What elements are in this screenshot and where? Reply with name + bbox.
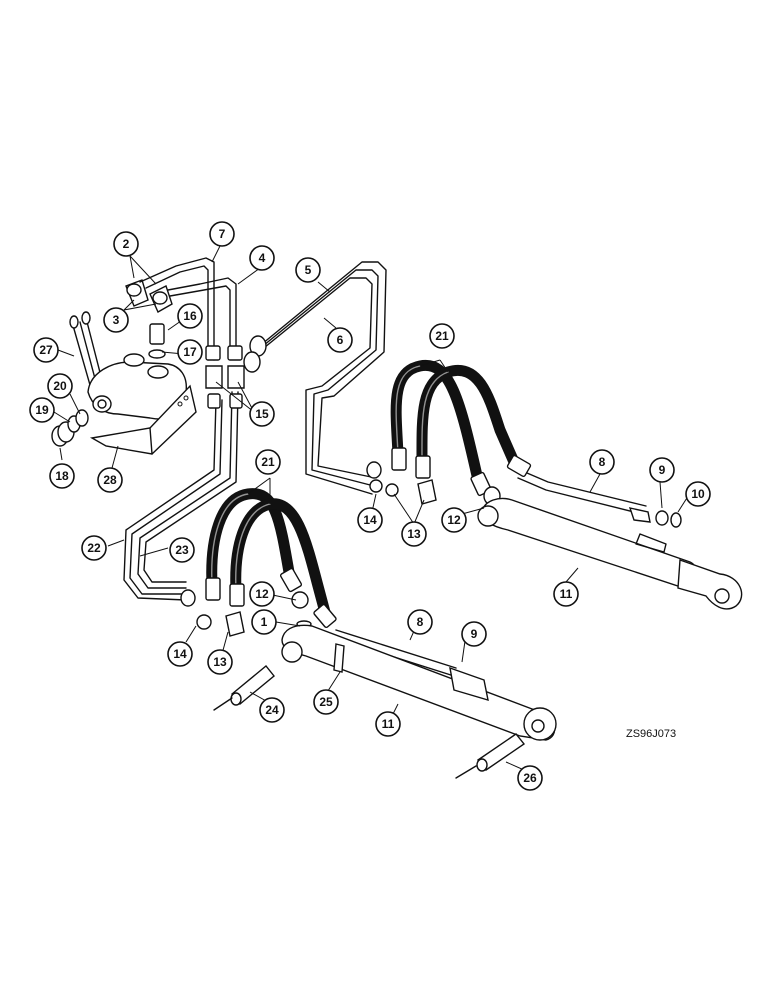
svg-text:8: 8 bbox=[599, 455, 606, 469]
figure-code: ZS96J073 bbox=[626, 728, 676, 740]
callout-9-lower: 9 bbox=[461, 621, 487, 647]
svg-text:4: 4 bbox=[259, 251, 266, 265]
callout-11-upper: 11 bbox=[553, 581, 579, 607]
svg-text:13: 13 bbox=[213, 655, 227, 669]
svg-text:2: 2 bbox=[123, 237, 130, 251]
svg-text:24: 24 bbox=[265, 703, 279, 717]
callout-11-lower: 11 bbox=[375, 711, 401, 737]
svg-text:22: 22 bbox=[87, 541, 101, 555]
svg-text:15: 15 bbox=[255, 407, 269, 421]
callout-bubbles: 2 7 4 5 3 16 6 27 17 21 20 19 15 18 28 2… bbox=[29, 221, 711, 791]
svg-text:1: 1 bbox=[261, 615, 268, 629]
callout-16: 16 bbox=[177, 303, 203, 329]
callout-27: 27 bbox=[33, 337, 59, 363]
callout-4: 4 bbox=[249, 245, 275, 271]
callout-23: 23 bbox=[169, 537, 195, 563]
svg-text:9: 9 bbox=[659, 463, 666, 477]
svg-text:14: 14 bbox=[363, 513, 377, 527]
svg-text:18: 18 bbox=[55, 469, 69, 483]
callout-12-upper: 12 bbox=[441, 507, 467, 533]
svg-text:9: 9 bbox=[471, 627, 478, 641]
svg-text:19: 19 bbox=[35, 403, 49, 417]
callout-10: 10 bbox=[685, 481, 711, 507]
svg-text:21: 21 bbox=[261, 455, 275, 469]
svg-text:23: 23 bbox=[175, 543, 189, 557]
callout-9-upper: 9 bbox=[649, 457, 675, 483]
callout-3: 3 bbox=[103, 307, 129, 333]
callout-24: 24 bbox=[259, 697, 285, 723]
pin-24 bbox=[213, 665, 275, 711]
callout-18: 18 bbox=[49, 463, 75, 489]
callout-21-lower: 21 bbox=[255, 449, 281, 475]
callout-13-lower: 13 bbox=[207, 649, 233, 675]
pin-26 bbox=[455, 733, 526, 779]
svg-text:28: 28 bbox=[103, 473, 117, 487]
svg-text:25: 25 bbox=[319, 695, 333, 709]
callout-14-lower: 14 bbox=[167, 641, 193, 667]
svg-text:16: 16 bbox=[183, 309, 197, 323]
svg-text:3: 3 bbox=[113, 313, 120, 327]
svg-text:12: 12 bbox=[255, 587, 269, 601]
adapters bbox=[180, 461, 501, 637]
svg-text:11: 11 bbox=[560, 587, 573, 601]
svg-text:12: 12 bbox=[447, 513, 461, 527]
steel-lines bbox=[123, 257, 647, 677]
control-valve-assembly bbox=[51, 279, 197, 455]
callout-26: 26 bbox=[517, 765, 543, 791]
hoses-21-right bbox=[390, 359, 532, 497]
callout-8-upper: 8 bbox=[589, 449, 615, 475]
callout-5: 5 bbox=[295, 257, 321, 283]
svg-text:6: 6 bbox=[337, 333, 344, 347]
svg-text:13: 13 bbox=[407, 527, 421, 541]
callout-7: 7 bbox=[209, 221, 235, 247]
callout-15: 15 bbox=[249, 401, 275, 427]
svg-text:27: 27 bbox=[39, 343, 53, 357]
callout-1: 1 bbox=[251, 609, 277, 635]
callout-22: 22 bbox=[81, 535, 107, 561]
callout-13-upper: 13 bbox=[401, 521, 427, 547]
svg-text:14: 14 bbox=[173, 647, 187, 661]
callout-2: 2 bbox=[113, 231, 139, 257]
hoses-21-left bbox=[205, 488, 337, 629]
tee-fittings-15 bbox=[205, 335, 267, 409]
svg-text:7: 7 bbox=[219, 227, 226, 241]
callout-19: 19 bbox=[29, 397, 55, 423]
o-ring-20 bbox=[75, 409, 89, 427]
svg-text:8: 8 bbox=[417, 615, 424, 629]
cylinder-lower bbox=[281, 624, 557, 741]
svg-text:20: 20 bbox=[53, 379, 67, 393]
svg-text:11: 11 bbox=[382, 717, 395, 731]
callout-20: 20 bbox=[47, 373, 73, 399]
svg-text:21: 21 bbox=[435, 329, 449, 343]
svg-text:17: 17 bbox=[183, 345, 197, 359]
callout-6: 6 bbox=[327, 327, 353, 353]
svg-text:5: 5 bbox=[305, 263, 312, 277]
callout-17: 17 bbox=[177, 339, 203, 365]
svg-text:26: 26 bbox=[523, 771, 537, 785]
cylinder-right bbox=[477, 497, 743, 610]
callout-21-upper: 21 bbox=[429, 323, 455, 349]
callout-14-upper: 14 bbox=[357, 507, 383, 533]
callout-28: 28 bbox=[97, 467, 123, 493]
callout-25: 25 bbox=[313, 689, 339, 715]
svg-text:10: 10 bbox=[691, 487, 705, 501]
callout-8-lower: 8 bbox=[407, 609, 433, 635]
callout-12-lower: 12 bbox=[249, 581, 275, 607]
